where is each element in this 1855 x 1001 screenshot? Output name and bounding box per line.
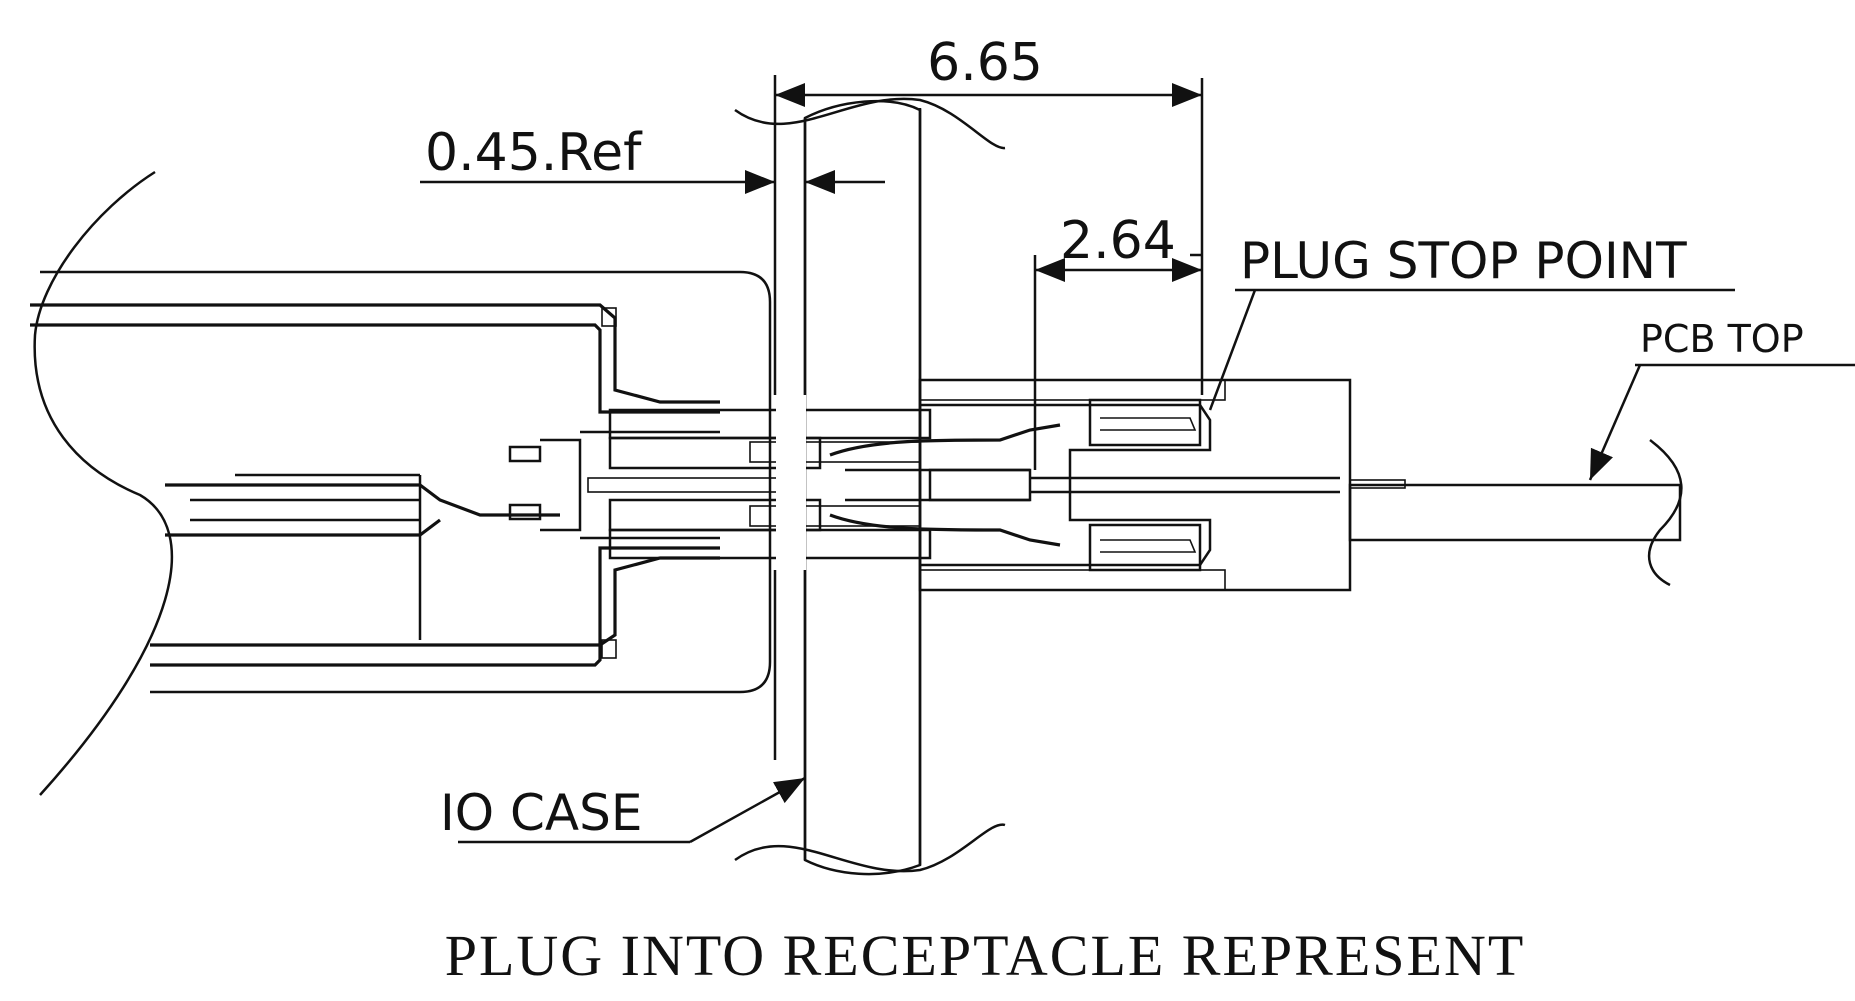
- pcb-top-label: PCB TOP: [1640, 317, 1804, 361]
- plug-stop-point-label: PLUG STOP POINT: [1240, 232, 1687, 290]
- dimension-value-overall: 6.65: [927, 33, 1043, 93]
- dimension-0-45-ref: 0.45.Ref: [420, 123, 885, 194]
- dimension-value-stop-depth: 2.64: [1060, 211, 1176, 271]
- label-pcb-top: PCB TOP: [1588, 317, 1855, 481]
- dimension-value-wall-offset: 0.45.Ref: [425, 123, 643, 183]
- dimension-2-64: 2.64: [1033, 211, 1202, 470]
- io-case-wall: [734, 75, 1006, 876]
- dimension-6-65: 6.65: [775, 33, 1204, 395]
- drawing-caption: PLUG INTO RECEPTACLE REPRESENT: [445, 923, 1526, 988]
- label-plug-stop-point: PLUG STOP POINT: [1208, 232, 1735, 411]
- pcb: [1348, 439, 1683, 587]
- io-case-label: IO CASE: [440, 784, 642, 842]
- plug-body: [30, 170, 784, 796]
- label-io-case: IO CASE: [440, 776, 806, 844]
